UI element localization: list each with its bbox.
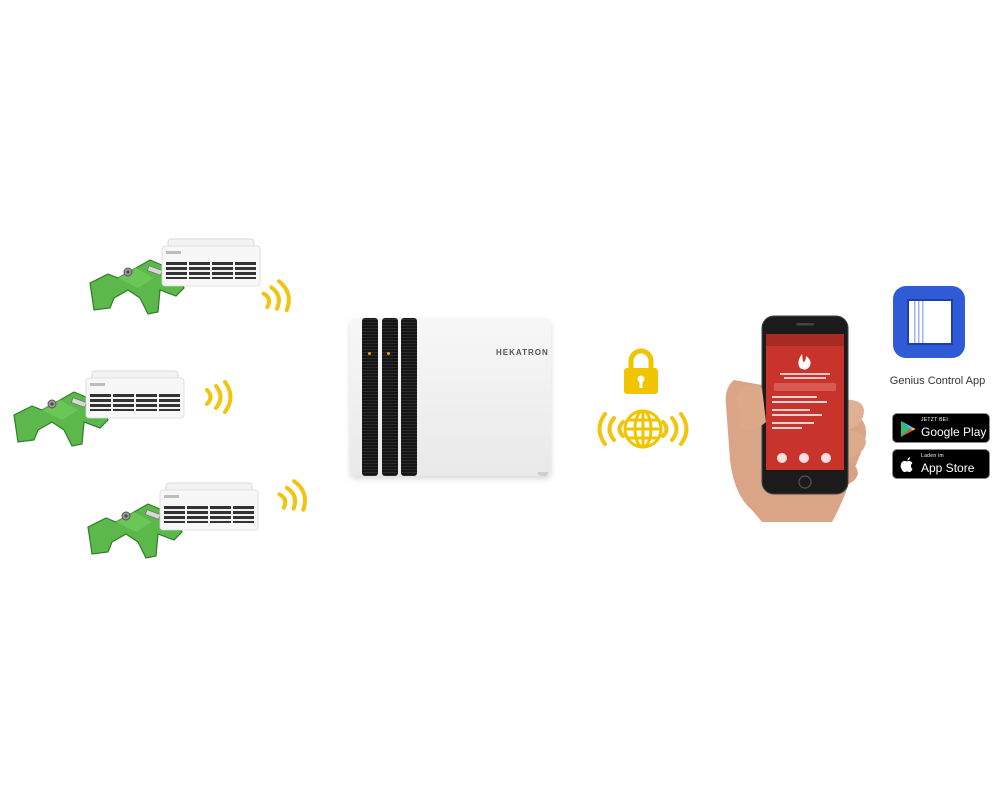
- wireless-signal-icon: [661, 412, 689, 446]
- app-store-label: App Store: [921, 461, 975, 475]
- google-play-badge[interactable]: JETZT BEI Google Play: [892, 413, 990, 443]
- lock-icon: [624, 348, 658, 394]
- wireless-signal-icon: [275, 477, 311, 518]
- apple-icon: [900, 457, 913, 473]
- app-store-badge[interactable]: Laden im App Store: [892, 449, 990, 479]
- app-name-label: Genius Control App: [889, 375, 986, 387]
- genius-control-app-icon[interactable]: [893, 286, 965, 358]
- status-led: [368, 352, 371, 355]
- gateway-fin: [401, 318, 417, 476]
- google-play-label: Google Play: [921, 425, 987, 439]
- wireless-signal-icon: [205, 380, 233, 414]
- gateway-foot: [538, 472, 548, 476]
- app-store-small-label: Laden im: [921, 453, 944, 459]
- hand-holding-smartphone: [725, 315, 866, 522]
- wireless-signal-icon: [597, 412, 625, 446]
- alarm-screen: [772, 354, 836, 463]
- wireless-signal-icon: [259, 277, 295, 317]
- google-play-small-label: JETZT BEI: [921, 417, 949, 423]
- gateway-fin: [362, 318, 378, 476]
- globe-icon: [623, 409, 663, 449]
- gateway-brand-label: HEKATRON: [496, 348, 549, 357]
- status-led: [387, 352, 390, 355]
- smoke-detector-1: [89, 238, 261, 315]
- gateway-fin: [382, 318, 398, 476]
- smoke-detector-3: [87, 482, 259, 559]
- gateway-device: HEKATRON: [350, 318, 551, 476]
- google-play-icon: [901, 421, 916, 437]
- smoke-detector-2: [13, 370, 185, 447]
